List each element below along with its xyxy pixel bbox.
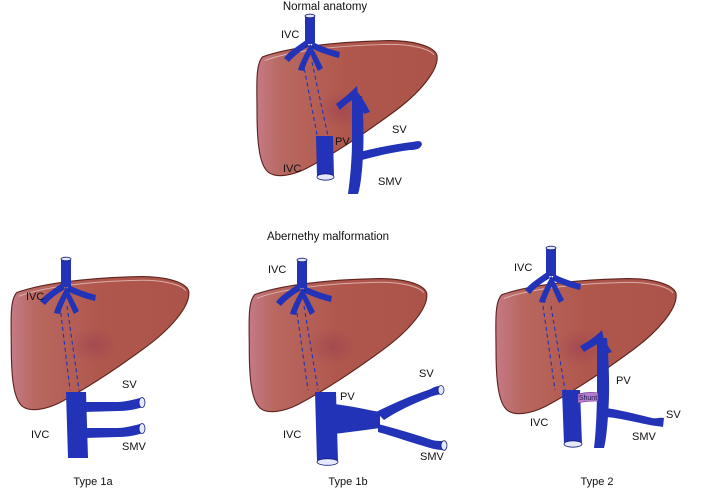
label-sv: SV: [392, 124, 407, 136]
portosystemic-shunt: Shunt: [577, 392, 599, 404]
panel-type-1a: IVC IVC SV SMV Type 1a: [10, 256, 190, 488]
label-ivc-top: IVC: [268, 264, 286, 276]
label-ivc-bottom: IVC: [530, 417, 548, 429]
title-abernethy-malformation: Abernethy malformation: [267, 231, 389, 243]
panel-normal-anatomy: IVC IVC PV SV SMV: [256, 13, 438, 194]
portal-vein: [348, 96, 364, 194]
label-sv: SV: [419, 368, 434, 380]
label-ivc-bottom: IVC: [283, 163, 301, 175]
splenic-vein: [376, 386, 442, 420]
lower-ivc: [66, 392, 88, 458]
label-ivc-bottom: IVC: [283, 429, 301, 441]
lower-ivc: [316, 136, 334, 177]
extrahepatic-portal-trunk: [334, 404, 380, 434]
intrahepatic-ivc-dashed: [295, 305, 319, 391]
label-smv: SMV: [420, 451, 445, 463]
label-smv: SMV: [378, 176, 403, 188]
liver-shape: [248, 277, 428, 413]
panel-type-1b: IVC IVC PV SV SMV Type 1b: [248, 257, 448, 488]
portal-vein-branch-left: [336, 86, 358, 110]
superior-mesenteric-vein: [84, 424, 143, 438]
liver-shape: [256, 40, 438, 177]
splenic-vein: [360, 141, 422, 160]
caption-type-1a: Type 1a: [73, 476, 113, 488]
label-ivc-top: IVC: [514, 262, 532, 274]
portal-vein: [594, 338, 610, 448]
lower-ivc: [315, 392, 338, 462]
label-ivc-top: IVC: [26, 291, 44, 303]
portal-vein-branch-left: [580, 330, 604, 352]
label-sv: SV: [666, 409, 681, 421]
label-smv: SMV: [122, 441, 147, 453]
label-sv: SV: [122, 379, 137, 391]
superior-mesenteric-vein: [378, 424, 444, 450]
caption-type-1b: Type 1b: [328, 476, 367, 488]
label-shunt: Shunt: [579, 395, 597, 402]
label-ivc-bottom: IVC: [31, 429, 49, 441]
panel-type-2: Shunt IVC IVC PV SV SMV Type 2: [495, 245, 681, 488]
label-pv: PV: [335, 136, 350, 148]
caption-type-2: Type 2: [580, 476, 613, 488]
label-ivc-top: IVC: [281, 29, 299, 41]
lower-ivc: [562, 390, 582, 444]
label-pv: PV: [616, 375, 631, 387]
label-pv: PV: [340, 391, 355, 403]
label-smv: SMV: [632, 431, 657, 443]
splenic-vein: [84, 398, 143, 412]
intrahepatic-ivc-dashed: [302, 61, 332, 151]
intrahepatic-ivc-dashed: [542, 305, 566, 391]
splenic-vein: [606, 408, 664, 427]
title-normal-anatomy: Normal anatomy: [283, 1, 368, 13]
intrahepatic-ivc-dashed: [59, 305, 80, 391]
